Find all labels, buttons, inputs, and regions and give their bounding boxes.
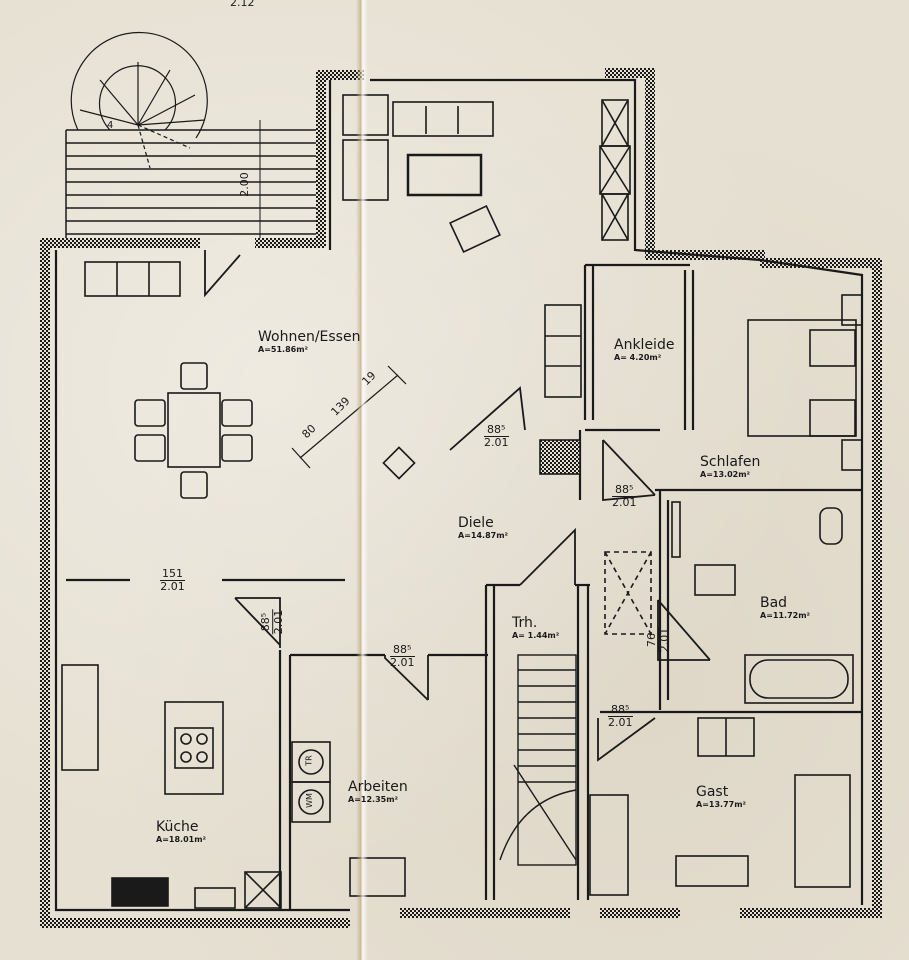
exterior-walls xyxy=(40,68,882,928)
door-dim-kueche-opening: 151 2.01 xyxy=(160,567,185,593)
terrace-depth-dimension: 2.00 xyxy=(237,172,251,197)
room-kueche: Küche A=18.01m² xyxy=(156,819,207,844)
door-dim-gast: 88⁵ 2.01 xyxy=(608,703,633,729)
room-schlafen: Schlafen A=13.02m² xyxy=(700,454,761,479)
terrace xyxy=(65,120,320,245)
room-treppenhaus: Trh. A= 1.44m² xyxy=(512,615,560,640)
paper-fold xyxy=(356,0,368,960)
furniture xyxy=(61,94,863,909)
room-wohnen-essen: Wohnen/Essen A=51.86m² xyxy=(258,329,361,354)
door-swings xyxy=(204,250,711,762)
dryer-label: TR xyxy=(304,755,314,766)
room-gast: Gast A=13.77m² xyxy=(696,784,747,809)
top-cut-dimension: 2.12 xyxy=(230,0,255,9)
spiral-stair xyxy=(70,31,208,169)
straight-stair xyxy=(499,654,577,866)
door-dim-wohnen-diele: 88⁵ 2.01 xyxy=(484,423,509,449)
room-diele: Diele A=14.87m² xyxy=(458,515,509,540)
room-bad: Bad A=11.72m² xyxy=(760,595,811,620)
room-arbeiten: Arbeiten A=12.35m² xyxy=(348,779,408,804)
door-dim-schlafen: 88⁵ 2.01 xyxy=(612,483,637,509)
door-dim-arbeiten: 88⁵ 2.01 xyxy=(390,643,415,669)
room-ankleide: Ankleide A= 4.20m² xyxy=(614,337,675,362)
door-dim-kueche: 88⁵ 2.01 xyxy=(259,609,285,635)
diagonal-dimension xyxy=(291,365,407,469)
washer-label: WM xyxy=(304,793,314,808)
door-dim-bad: 76 2.01 xyxy=(645,627,671,653)
spiral-stair-mark: 4 xyxy=(107,120,114,131)
interior-walls xyxy=(54,78,864,912)
